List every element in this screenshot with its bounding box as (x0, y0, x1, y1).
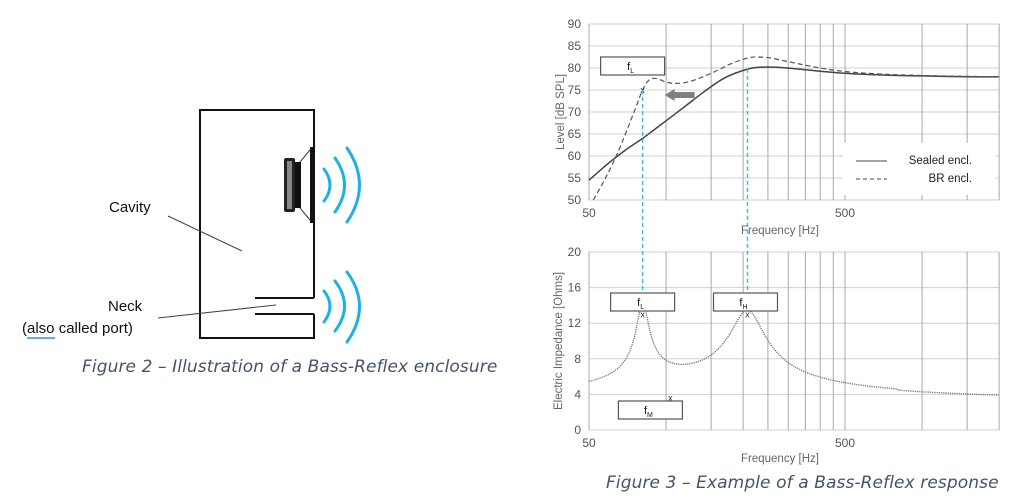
figure-2-caption: Figure 2 – Illustration of a Bass-Reflex… (82, 357, 498, 377)
series-impedance-line (588, 302, 999, 396)
spl-chart-ylabel: Level [dB SPL] (555, 74, 567, 150)
annotation-fH: fH (712, 292, 779, 312)
y-tick-label: 0 (574, 423, 581, 437)
y-tick-label: 70 (568, 105, 582, 119)
x-marker: x (640, 309, 645, 319)
shift-left-arrow-icon (664, 89, 695, 101)
y-tick-label: 65 (568, 127, 582, 141)
y-tick-label: 4 (574, 387, 581, 401)
neck-note-rest: called port) (54, 320, 133, 337)
neck-note-paren: ( (22, 320, 27, 337)
spl-legend-sealed: Sealed encl. (909, 155, 972, 167)
bass-reflex-response-charts: 50556065707580859050500fLx 0481216205050… (553, 17, 1000, 465)
enclosure-box (199, 109, 315, 339)
annotation-label: fM (644, 405, 653, 419)
series-br-line (592, 56, 1000, 201)
port-sound-waves-icon (322, 270, 361, 344)
x-marker: x (668, 393, 673, 403)
annotation-subscript: L (630, 68, 634, 75)
y-tick-label: 16 (568, 281, 582, 295)
annotation-box (617, 400, 684, 420)
neck-leader-line (157, 304, 277, 319)
y-tick-label: 50 (568, 193, 582, 207)
neck-note-label: (also called port) (22, 320, 133, 339)
y-tick-label: 75 (568, 83, 582, 97)
annotation-label: fL (637, 297, 644, 311)
x-tick-label: 500 (835, 436, 855, 450)
annotation-label: fL (627, 61, 634, 75)
cavity-leader-line (167, 215, 243, 252)
y-tick-label: 12 (568, 316, 582, 330)
impedance-chart-ylabel: Electric Impedance [Ohms] (553, 272, 565, 410)
annotation-fL-top: fL (600, 56, 666, 76)
spl-legend-br: BR encl. (929, 173, 972, 185)
spl-chart: 50556065707580859050500fLx (568, 17, 1000, 220)
y-tick-label: 60 (568, 149, 582, 163)
impedance-chart-xlabel: Frequency [Hz] (741, 453, 819, 465)
series-sealed-line (588, 66, 1000, 181)
figure-3-caption: Figure 3 – Example of a Bass-Reflex resp… (606, 473, 999, 493)
legend-background (843, 143, 995, 195)
spl-chart-xlabel: Frequency [Hz] (741, 225, 819, 237)
bass-reflex-illustration (157, 109, 361, 344)
annotation-subscript: M (647, 412, 653, 419)
annotation-box (610, 292, 676, 312)
annotation-subscript: H (742, 304, 747, 311)
annotation-fM: fM (617, 400, 684, 420)
y-tick-label: 85 (568, 39, 582, 53)
y-tick-label: 80 (568, 61, 582, 75)
annotation-subscript: L (640, 304, 644, 311)
neck-label: Neck (108, 298, 143, 315)
y-tick-label: 55 (568, 171, 582, 185)
y-tick-label: 8 (574, 352, 581, 366)
y-tick-label: 20 (568, 245, 582, 259)
spl-legend (843, 143, 995, 195)
x-tick-label: 50 (582, 206, 596, 220)
guide-lines (641, 68, 749, 292)
x-tick-label: 500 (835, 206, 855, 220)
annotation-box (712, 292, 779, 312)
speaker-driver-icon (284, 147, 314, 223)
speaker-sound-waves-icon (322, 146, 361, 224)
x-tick-label: 50 (582, 436, 596, 450)
annotation-fL: fL (610, 292, 676, 312)
annotation-box (600, 56, 666, 76)
spellcheck-underlined-word: also (27, 320, 55, 339)
annotation-label: fH (739, 297, 747, 311)
y-tick-label: 90 (568, 17, 582, 31)
x-marker: x (745, 309, 750, 319)
cavity-label: Cavity (109, 199, 151, 216)
